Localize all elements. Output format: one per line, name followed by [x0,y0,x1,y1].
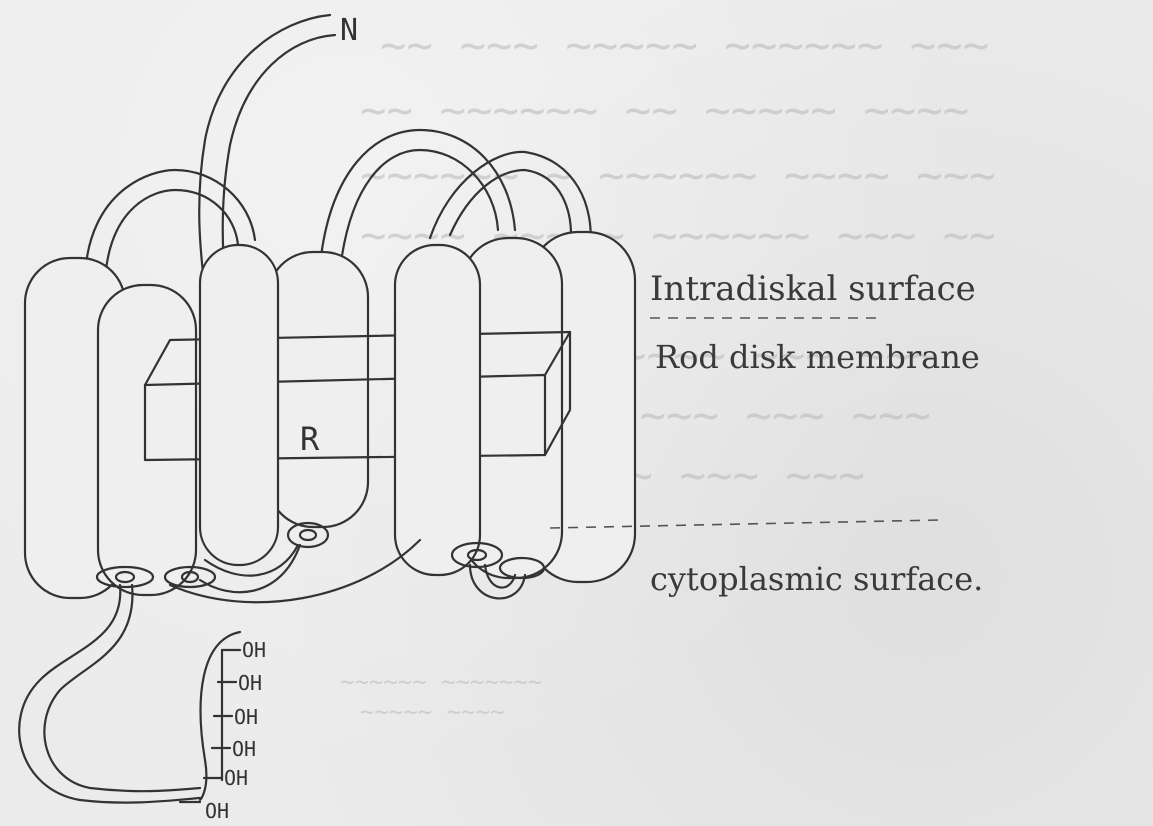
intradiskal-surface-label: Intradiskal surface [650,269,976,309]
helix-5 [268,252,368,527]
svg-text:~~~~~~ ~~~~~~~: ~~~~~~ ~~~~~~~ [340,668,542,696]
oh-group-4: OH [232,737,256,761]
oh-group-2: OH [238,671,262,695]
svg-text:~~ ~~~ ~~~~~ ~~~~~~ ~~~: ~~ ~~~ ~~~~~ ~~~~~~ ~~~ [380,20,989,71]
n-terminus-label: N [340,13,358,48]
oh-group-5: OH [224,766,248,790]
rod-disk-membrane-label: Rod disk membrane [655,338,980,376]
oh-group-6: OH [205,799,229,823]
oh-group-1: OH [242,638,266,662]
oh-group-3: OH [234,705,258,729]
helix-3 [200,245,278,565]
svg-text:~~ ~~~~~~ ~~ ~~~~~ ~~~~: ~~ ~~~~~~ ~~ ~~~~~ ~~~~ [360,85,969,136]
transmembrane-helices-back [25,232,635,598]
helix-6 [395,245,480,575]
core-label: R [300,420,320,458]
helix-2 [98,285,196,595]
svg-text:~~~~~ ~~~~: ~~~~~ ~~~~ [360,698,505,726]
c-terminus-tail: OH OH OH OH OH OH [19,585,266,823]
cytoplasmic-surface-label: cytoplasmic surface. [650,560,983,598]
svg-text:~~ ~~~ ~~~: ~~ ~~~ ~~~ [600,450,865,501]
svg-text:~~~~~~ ~ ~~~~~~ ~~~~ ~~~: ~~~~~~ ~ ~~~~~~ ~~~~ ~~~ [360,150,996,201]
